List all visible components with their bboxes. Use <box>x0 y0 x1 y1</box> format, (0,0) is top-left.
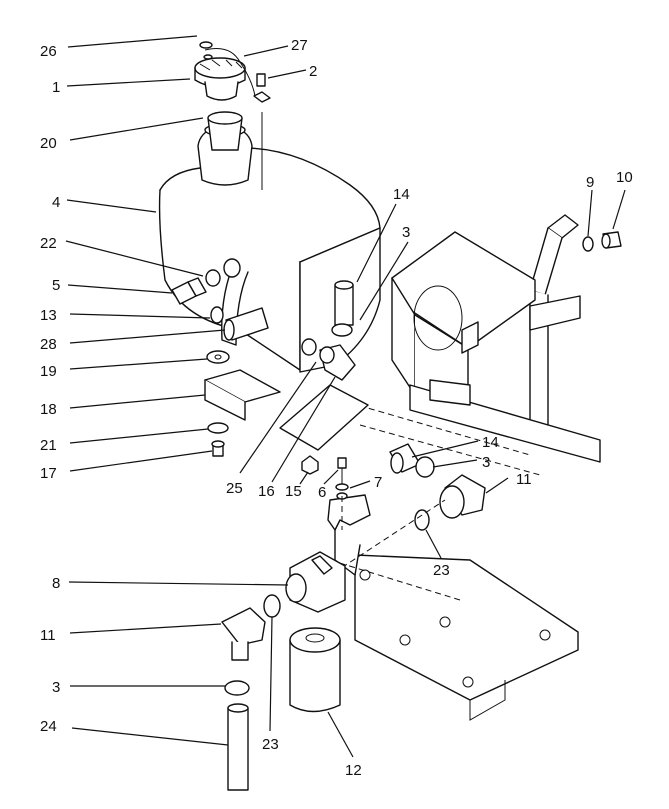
callout-1: 1 <box>52 79 60 96</box>
plate-16 <box>279 384 369 451</box>
callout-23-right: 23 <box>433 562 450 579</box>
callout-21: 21 <box>40 437 57 454</box>
callout-28: 28 <box>40 336 57 353</box>
callout-11-right: 11 <box>516 471 532 488</box>
callout-25: 25 <box>226 480 243 497</box>
grommet-25 <box>301 338 317 356</box>
callout-27: 27 <box>291 37 308 54</box>
washer-19 <box>206 350 230 364</box>
fuel-cap <box>194 57 246 101</box>
clamp-3-lower <box>224 680 250 696</box>
callout-18: 18 <box>40 401 57 418</box>
callout-5: 5 <box>52 277 60 294</box>
callout-3-upper: 3 <box>402 224 410 241</box>
callout-12: 12 <box>345 762 362 779</box>
bolt-6 <box>337 457 347 490</box>
retaining-chain <box>204 48 256 97</box>
callout-9: 9 <box>586 174 594 191</box>
washer-7 <box>335 483 349 500</box>
callout-22: 22 <box>40 235 57 252</box>
hose-28 <box>223 307 269 341</box>
bolt-10 <box>601 231 622 249</box>
o-ring-23-left <box>263 594 281 618</box>
clamp-3-mid <box>415 456 435 478</box>
callout-3-lower: 3 <box>52 679 60 696</box>
callout-20: 20 <box>40 135 57 152</box>
callout-14-lower: 14 <box>482 434 499 451</box>
callout-8: 8 <box>52 575 60 592</box>
callout-7: 7 <box>374 474 382 491</box>
callout-23-left: 23 <box>262 736 279 753</box>
callout-15: 15 <box>285 483 302 500</box>
hose-14-upper <box>334 280 354 326</box>
callout-10: 10 <box>616 169 633 186</box>
elbow-16 <box>319 344 356 381</box>
callout-17: 17 <box>40 465 57 482</box>
bracket-18 <box>204 369 281 421</box>
bolt-17 <box>211 440 225 457</box>
hose-clamp-13 <box>210 306 224 324</box>
tank-screw <box>253 73 271 103</box>
callout-16: 16 <box>258 483 275 500</box>
callout-6: 6 <box>318 484 326 501</box>
callout-2: 2 <box>309 63 317 80</box>
elbow-11-left <box>221 607 266 661</box>
leader-lines <box>65 35 626 758</box>
callout-4: 4 <box>52 194 60 211</box>
callout-24: 24 <box>40 718 57 735</box>
hose-14-lower <box>389 443 421 474</box>
callout-19: 19 <box>40 363 57 380</box>
frame-assembly <box>327 214 601 721</box>
hose-24 <box>227 703 249 791</box>
callout-26: 26 <box>40 43 57 60</box>
elbow-11-right <box>439 474 486 519</box>
grommet-22b <box>223 258 241 278</box>
chain-washer <box>203 54 213 60</box>
washer-9 <box>582 236 594 252</box>
callout-3-mid: 3 <box>482 454 490 471</box>
cap-screw <box>199 41 213 49</box>
o-ring-23-right <box>414 509 430 531</box>
callout-11-left: 11 <box>40 627 56 644</box>
callout-labels: 26 27 1 2 20 4 14 3 9 10 22 5 13 28 19 1… <box>40 37 633 779</box>
callout-14-upper: 14 <box>393 186 410 203</box>
filter-head-8 <box>285 551 346 613</box>
elbow-fitting-5 <box>171 277 207 305</box>
grommet-22 <box>205 269 221 287</box>
callout-13: 13 <box>40 307 57 324</box>
fuel-filter-12 <box>289 627 341 713</box>
clamp-3-upper <box>331 323 353 337</box>
nut-15 <box>301 455 319 475</box>
washer-21 <box>207 422 229 434</box>
